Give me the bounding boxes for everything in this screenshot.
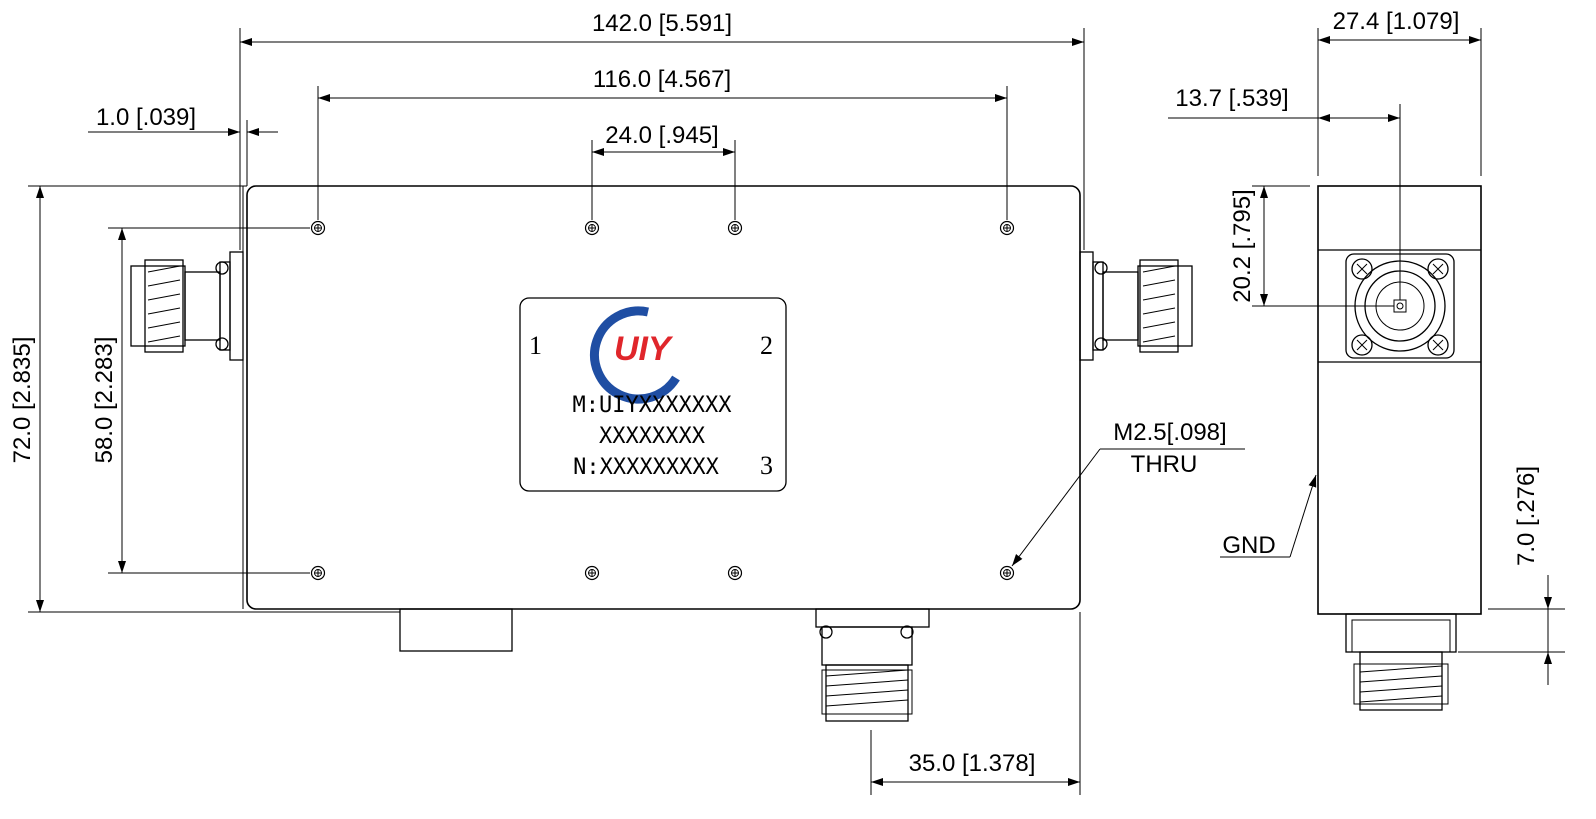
housing-body	[246, 185, 1081, 610]
model-number: M:UIYXXXXXXX	[573, 393, 733, 418]
callout-gnd: GND	[1222, 532, 1275, 559]
screw-hole	[727, 565, 743, 581]
screw-hole	[310, 565, 326, 581]
port2-label: 2	[760, 331, 773, 360]
screw-hole	[999, 220, 1015, 236]
screw-hole	[310, 220, 326, 236]
dim-side-center: 13.7 [.539]	[1175, 85, 1288, 112]
screw-hole	[999, 565, 1015, 581]
model-number-line2: XXXXXXXX	[599, 424, 706, 449]
nameplate: UIY 1 2 3 M:UIYXXXXXXX XXXXXXXX N:XXXXXX…	[519, 297, 787, 492]
dim-overall-length: 142.0 [5.591]	[592, 10, 732, 37]
dim-gnd-offset: 7.0 [.276]	[1513, 466, 1540, 566]
connector-port2	[1079, 251, 1193, 361]
port3-label: 3	[760, 451, 773, 480]
screw-hole	[584, 220, 600, 236]
dim-overall-height: 72.0 [2.835]	[9, 337, 36, 464]
screw-hole	[727, 220, 743, 236]
dim-connector-height: 20.2 [.795]	[1229, 189, 1256, 302]
dim-port3-offset: 35.0 [1.378]	[909, 750, 1036, 777]
brand-logo: UIY	[590, 306, 680, 404]
dim-offset: 1.0 [.039]	[96, 104, 196, 131]
callout-screw-thru: THRU	[1131, 451, 1198, 478]
connector-port1	[130, 251, 244, 361]
screw-hole	[584, 565, 600, 581]
dimension-lines	[28, 28, 1565, 795]
dim-hole-spacing-vertical: 58.0 [2.283]	[91, 337, 118, 464]
brand-text: UIY	[614, 330, 674, 368]
dim-hole-spacing-mid: 24.0 [.945]	[605, 122, 718, 149]
connector-port3	[815, 608, 930, 722]
serial-number: N:XXXXXXXXX	[573, 455, 719, 480]
port1-label: 1	[529, 331, 542, 360]
callout-screw-size: M2.5[.098]	[1113, 419, 1226, 446]
front-view: UIY 1 2 3 M:UIYXXXXXXX XXXXXXXX N:XXXXXX…	[130, 185, 1193, 722]
terminal-block	[399, 608, 513, 652]
dim-hole-spacing-long: 116.0 [4.567]	[593, 66, 731, 93]
side-bottom-connector	[1345, 613, 1457, 711]
dimension-labels: 142.0 [5.591] 116.0 [4.567] 24.0 [.945] …	[9, 8, 1540, 777]
dim-side-width: 27.4 [1.079]	[1333, 8, 1460, 35]
logo-swoosh	[590, 306, 680, 404]
